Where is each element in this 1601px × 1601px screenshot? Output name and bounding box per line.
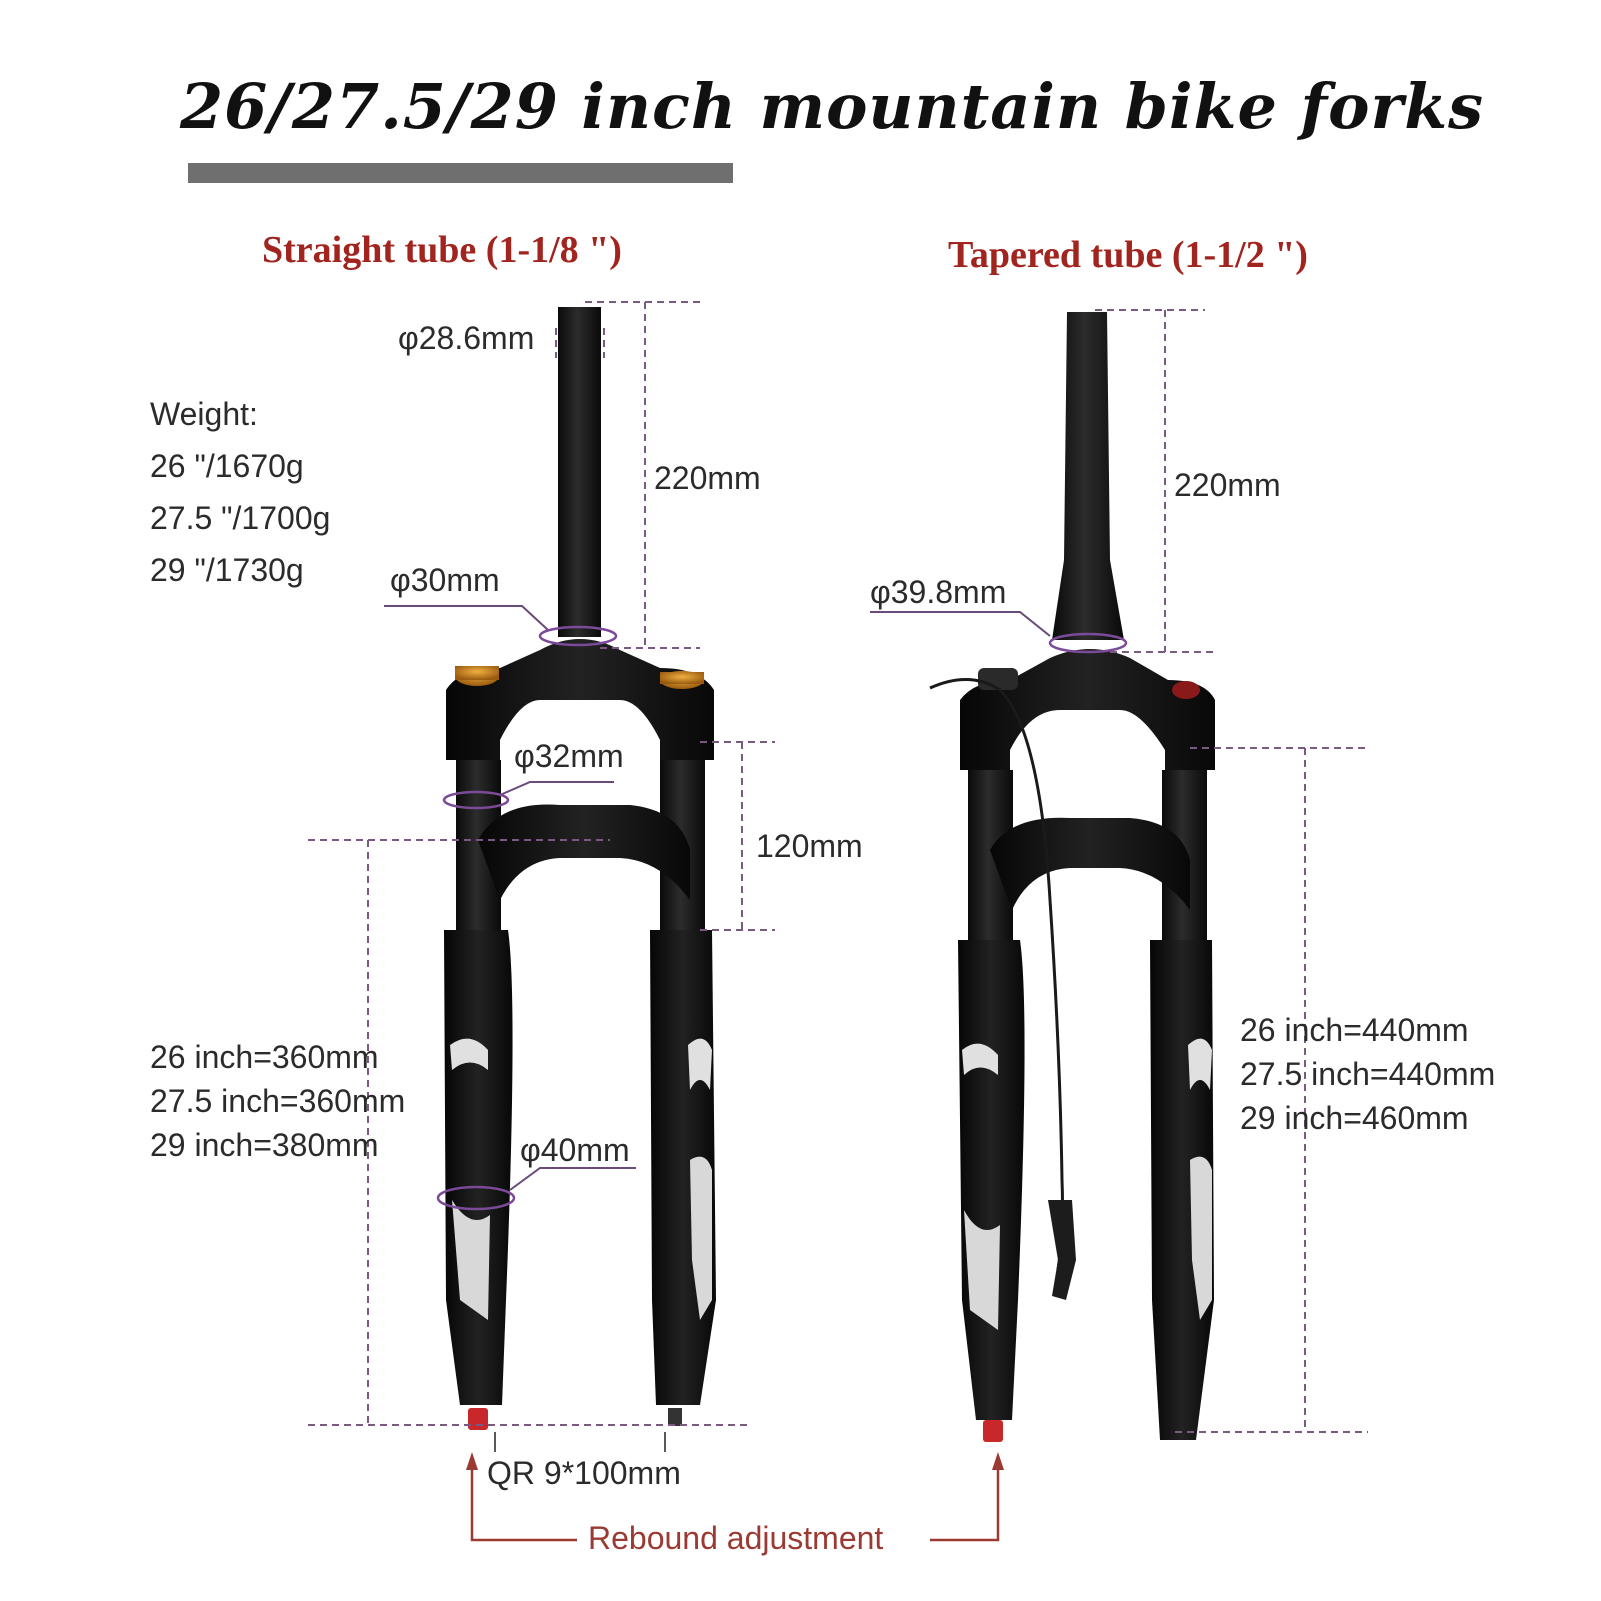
rebound-adjustment-label: Rebound adjustment: [588, 1520, 884, 1556]
dimension-lines: [308, 301, 1368, 1433]
left-length-item: 29 inch=380mm: [150, 1127, 379, 1163]
tapered-tube-heading: Tapered tube (1-1/2 "): [948, 234, 1308, 276]
left-length-list: 26 inch=360mm 27.5 inch=360mm 29 inch=38…: [150, 1035, 405, 1167]
left-length-item: 27.5 inch=360mm: [150, 1083, 406, 1119]
leader-lines: [384, 605, 1051, 1191]
right-length-list: 26 inch=440mm 27.5 inch=440mm 29 inch=46…: [1240, 1008, 1495, 1140]
weight-label: Weight:: [150, 396, 258, 432]
page-title: 26/27.5/29 inch mountain bike forks: [180, 70, 1485, 143]
rebound-arrows: [470, 1468, 1000, 1542]
right-length-item: 26 inch=440mm: [1240, 1012, 1469, 1048]
title-underline-bar: [188, 163, 733, 183]
stanchion-diameter-label: φ32mm: [514, 738, 624, 774]
steerer-diameter-label: φ28.6mm: [398, 320, 535, 356]
arrow-up-icon: [466, 1452, 1004, 1470]
right-length-item: 29 inch=460mm: [1240, 1100, 1469, 1136]
axle-label: QR 9*100mm: [487, 1455, 681, 1491]
fork-illustration-tapered: [929, 312, 1215, 1442]
right-crown-diameter-label: φ39.8mm: [870, 574, 1007, 610]
fork-illustration-straight: [444, 307, 716, 1430]
left-length-item: 26 inch=360mm: [150, 1039, 379, 1075]
right-steerer-length-label: 220mm: [1174, 467, 1281, 503]
right-length-item: 27.5 inch=440mm: [1240, 1056, 1496, 1092]
lower-diameter-label: φ40mm: [520, 1132, 630, 1168]
weight-list: Weight: 26 "/1670g 27.5 "/1700g 29 "/173…: [150, 388, 330, 596]
left-crown-diameter-label: φ30mm: [390, 562, 500, 598]
weight-item: 27.5 "/1700g: [150, 500, 331, 536]
diameter-rings: [436, 625, 1128, 1211]
weight-item: 29 "/1730g: [150, 552, 304, 588]
straight-tube-heading: Straight tube (1-1/8 "): [262, 229, 622, 271]
travel-label: 120mm: [756, 828, 863, 864]
axle-pointers: [494, 1432, 666, 1452]
left-steerer-length-label: 220mm: [654, 460, 761, 496]
weight-item: 26 "/1670g: [150, 448, 304, 484]
